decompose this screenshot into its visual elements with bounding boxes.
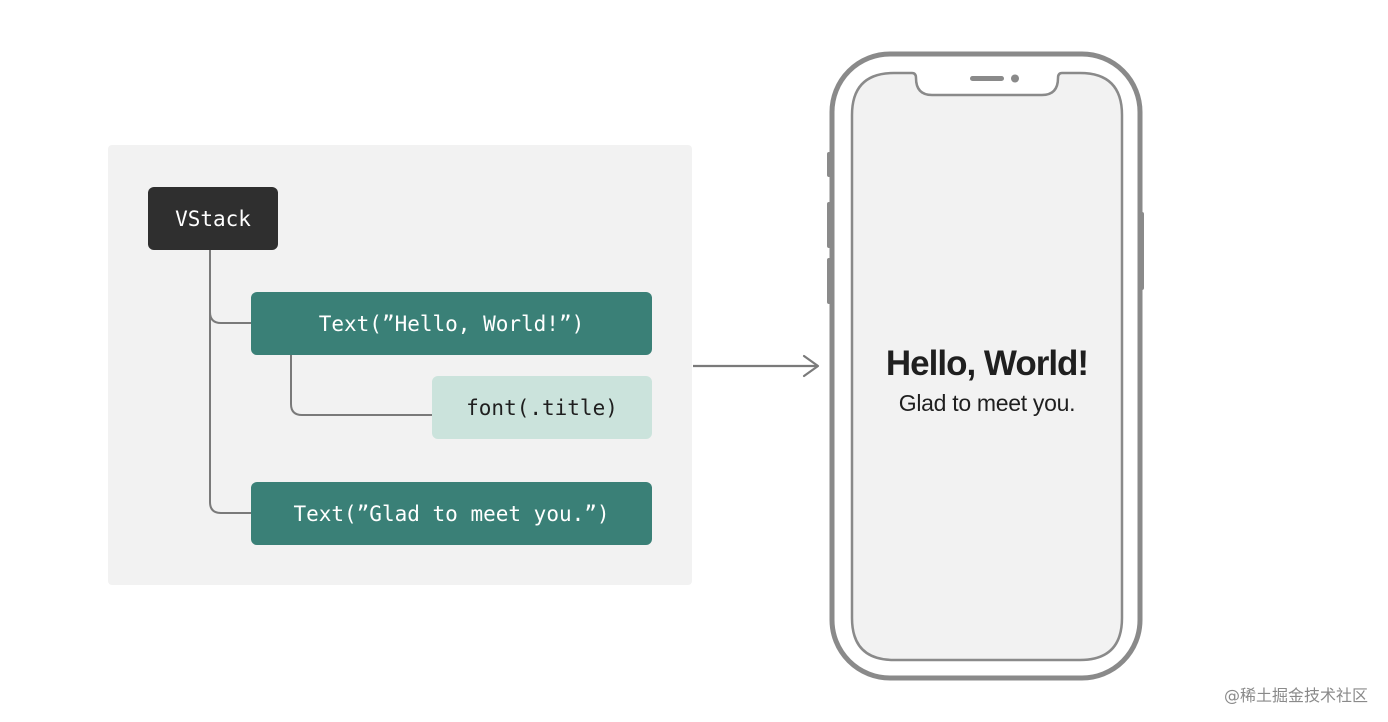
phone-camera [1011,74,1019,83]
connector-hello-to-font [290,355,432,416]
font-title-modifier-node: font(.title) [432,376,652,439]
vstack-node: VStack [148,187,278,250]
preview-title: Hello, World! [885,344,1089,383]
arrow-to-preview [693,354,820,378]
phone-speaker [970,76,1004,81]
phone-screen [850,71,1124,662]
preview-subtitle: Glad to meet you. [898,390,1076,416]
watermark-text: @稀土掘金技术社区 [1223,686,1368,705]
text-hello-node: Text(”Hello, World!”) [251,292,652,355]
text-glad-node: Text(”Glad to meet you.”) [251,482,652,545]
connector-vstack-to-glad [209,300,251,514]
